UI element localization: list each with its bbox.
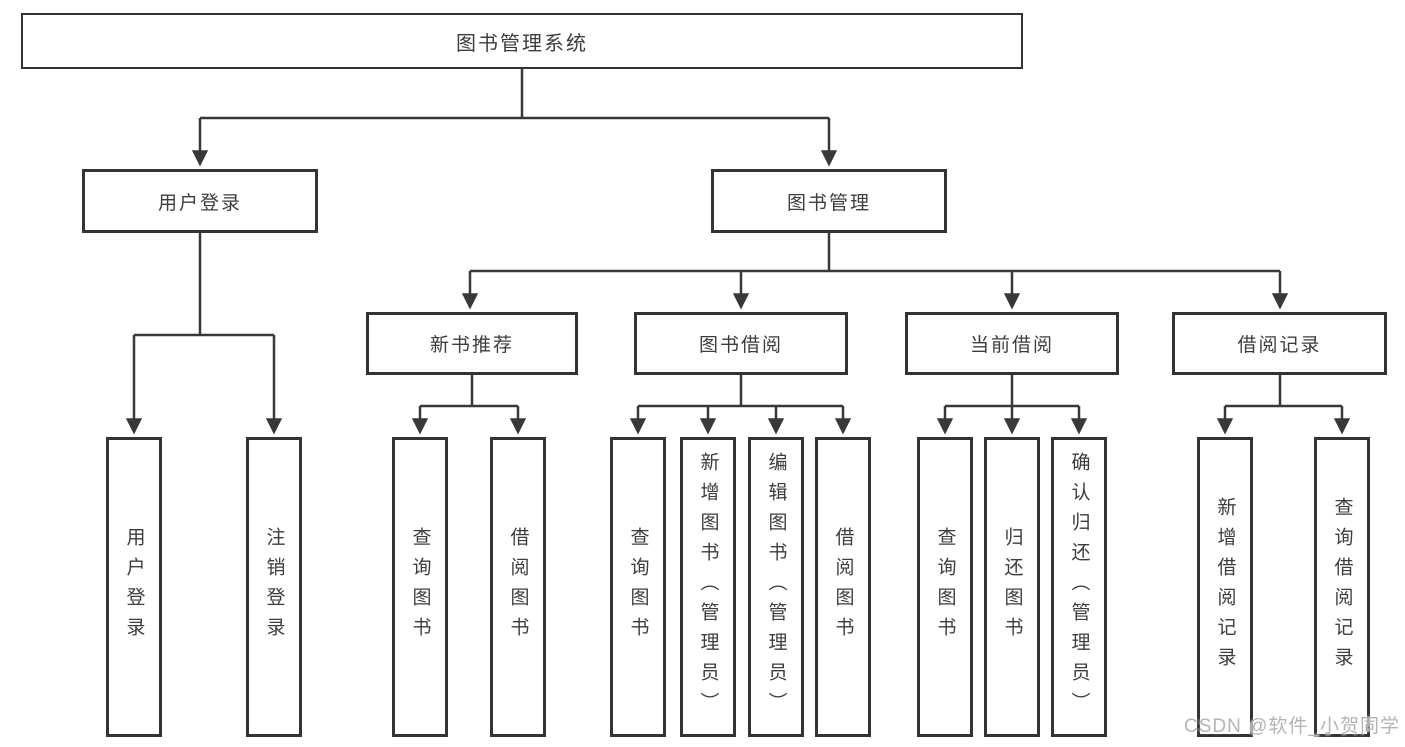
node-label: 借阅记录 (1237, 335, 1322, 356)
leaf-return-book: 归还图书 (984, 437, 1040, 737)
leaf-logout: 注销登录 (246, 437, 302, 737)
leaf-query-borrow-record: 查询借阅记录 (1314, 437, 1370, 737)
node-label: 新书推荐 (429, 335, 514, 356)
node-label: 确认归还（管理员） (1068, 452, 1090, 722)
node-label: 新增图书（管理员） (697, 452, 719, 722)
node-new-book-recommend: 新书推荐 (366, 312, 578, 375)
node-label: 注销登录 (263, 527, 285, 647)
leaf-query-book-recommend: 查询图书 (392, 437, 448, 737)
node-book-borrow: 图书借阅 (634, 312, 848, 375)
leaf-add-book-admin: 新增图书（管理员） (680, 437, 736, 737)
node-root: 图书管理系统 (21, 13, 1023, 69)
node-label: 查询图书 (409, 527, 431, 647)
leaf-user-login: 用户登录 (106, 437, 162, 737)
node-label: 借阅图书 (832, 527, 854, 647)
node-user-login: 用户登录 (82, 169, 318, 233)
connector-book-borrow-bus (638, 375, 843, 408)
node-label: 用户登录 (123, 527, 145, 647)
node-label: 查询图书 (627, 527, 649, 647)
leaf-query-book-borrow: 查询图书 (610, 437, 666, 737)
connector-book-management-bus (470, 233, 1280, 273)
node-label: 查询图书 (934, 527, 956, 647)
node-label: 新增借阅记录 (1214, 497, 1236, 677)
node-label: 用户登录 (157, 192, 242, 214)
leaf-confirm-return-admin: 确认归还（管理员） (1051, 437, 1107, 737)
node-label: 图书借阅 (698, 335, 783, 356)
leaf-edit-book-admin: 编辑图书（管理员） (748, 437, 804, 737)
connector-user-login-bus (134, 233, 274, 337)
connector-current-borrow-bus (945, 375, 1079, 408)
node-label: 归还图书 (1001, 527, 1023, 647)
node-label: 查询借阅记录 (1331, 497, 1353, 677)
leaf-add-borrow-record: 新增借阅记录 (1197, 437, 1253, 737)
node-label: 当前借阅 (969, 335, 1054, 356)
connector-new-book-bus (420, 375, 518, 408)
node-label: 借阅图书 (507, 527, 529, 647)
node-label: 编辑图书（管理员） (765, 452, 787, 722)
leaf-query-book-current: 查询图书 (917, 437, 973, 737)
node-label: 图书管理 (786, 192, 871, 214)
leaf-borrow-book-recommend: 借阅图书 (490, 437, 546, 737)
node-label: 图书管理系统 (456, 32, 588, 55)
node-book-management: 图书管理 (711, 169, 947, 233)
connector-root-bus (200, 69, 829, 120)
connector-borrow-records-bus (1225, 375, 1342, 408)
node-current-borrow: 当前借阅 (905, 312, 1119, 375)
watermark: CSDN @软件_小贺同学 (1184, 716, 1400, 737)
node-borrow-records: 借阅记录 (1172, 312, 1387, 375)
leaf-borrow-book: 借阅图书 (815, 437, 871, 737)
